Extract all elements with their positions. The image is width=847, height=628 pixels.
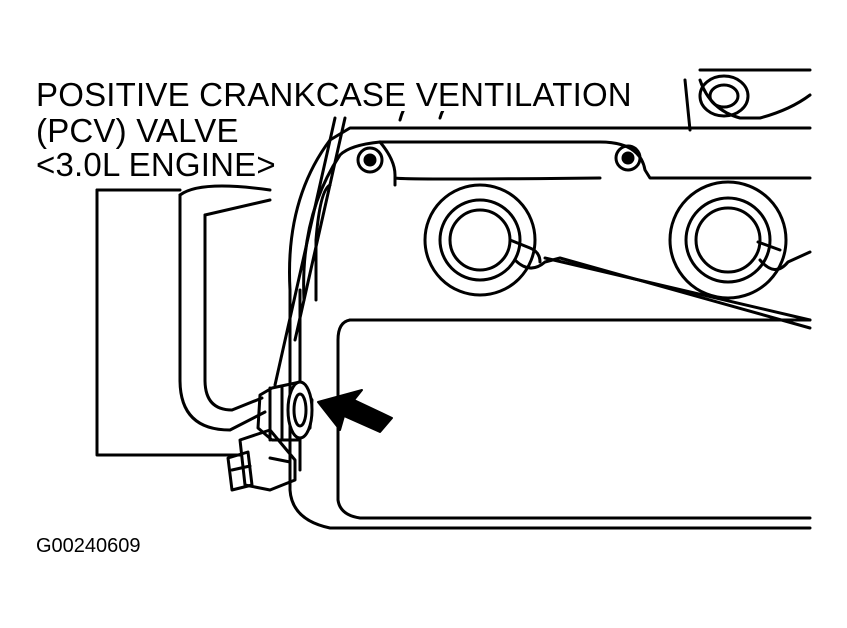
- figure-code: G00240609: [36, 535, 141, 557]
- spark-plug-well-2: [668, 180, 812, 300]
- spark-plug-well-1: [423, 183, 812, 330]
- pcv-hose: [178, 116, 347, 432]
- mounting-bracket: [226, 428, 297, 492]
- engine-block-outline: [95, 188, 242, 457]
- callout-title-line-1: POSITIVE CRANKCASE VENTILATION: [36, 76, 632, 113]
- cover-bolts: [356, 144, 642, 174]
- callout-title-line-3: <3.0L ENGINE>: [36, 146, 276, 183]
- arrow-icon: [317, 389, 393, 433]
- valve-cover-outline: [288, 126, 812, 530]
- callout-title-line-2: (PCV) VALVE: [36, 112, 239, 149]
